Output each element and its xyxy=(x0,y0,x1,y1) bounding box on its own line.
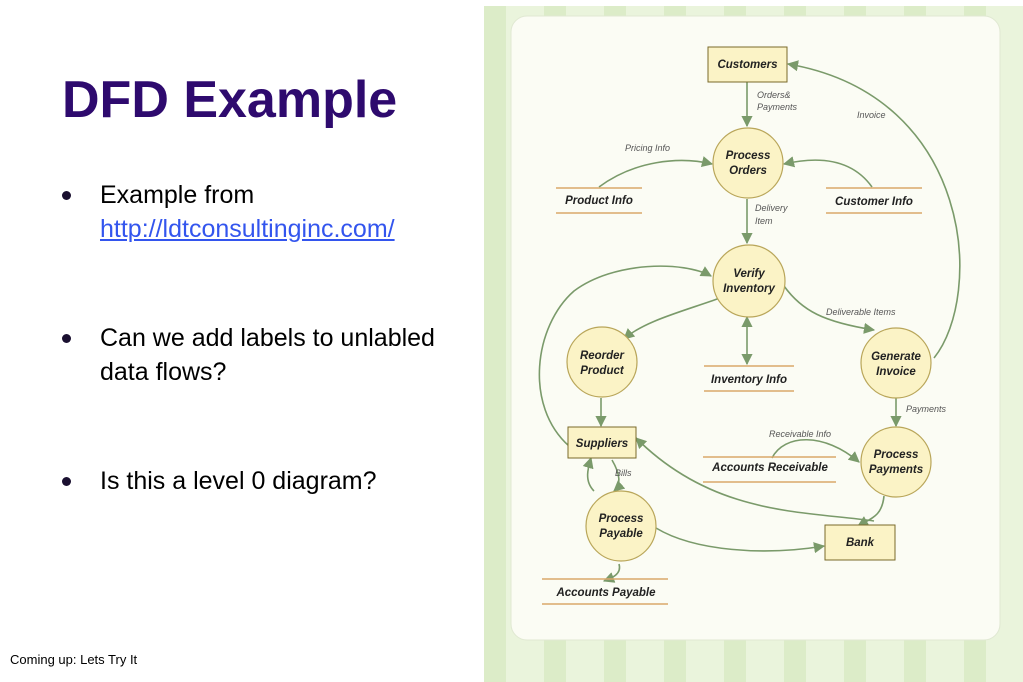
dfd-diagram: Orders& Payments Invoice Pricing Info De… xyxy=(484,6,1023,682)
dfd-diagram-panel: Orders& Payments Invoice Pricing Info De… xyxy=(484,6,1023,682)
store-customer-info: Customer Info xyxy=(826,187,922,214)
flow-label-delivery-item: Item xyxy=(755,216,773,226)
process-label: Process xyxy=(599,513,644,525)
process-label: Payable xyxy=(599,528,643,540)
process-verify-inventory: Verify Inventory xyxy=(712,244,786,318)
example-link[interactable]: http://ldtconsultinginc.com/ xyxy=(100,215,395,243)
process-label: Payments xyxy=(869,464,923,476)
process-generate-invoice: Generate Invoice xyxy=(860,327,932,399)
flow-accounts-receivable-to-process-payments xyxy=(771,439,860,463)
process-label: Product xyxy=(580,365,625,377)
process-label: Process xyxy=(874,449,919,461)
flow-customer-info-to-process-orders xyxy=(782,156,873,188)
flow-process-payable-to-bank xyxy=(655,527,826,554)
store-label: Customer Info xyxy=(835,196,913,208)
flow-label-bills: Bills xyxy=(615,468,632,478)
store-label: Accounts Receivable xyxy=(711,462,828,474)
flow-label-pricing-info: Pricing Info xyxy=(625,143,670,153)
process-label: Orders xyxy=(729,165,767,177)
process-process-orders: Process Orders xyxy=(712,127,784,199)
entity-bank: Bank xyxy=(824,524,896,561)
flow-process-payable-to-suppliers xyxy=(582,456,595,492)
entity-label: Bank xyxy=(846,537,875,549)
flow-label-orders-payments: Orders& xyxy=(757,90,791,100)
process-label: Inventory xyxy=(723,283,775,295)
flow-verify-inventory-to-reorder-product xyxy=(623,297,721,340)
flow-label-delivery-item: Delivery xyxy=(755,203,788,213)
flow-bank-to-suppliers xyxy=(635,437,875,522)
store-label: Product Info xyxy=(565,195,633,207)
flow-suppliers-to-verify-inventory xyxy=(538,265,712,447)
store-inventory-info: Inventory Info xyxy=(704,365,794,392)
flow-process-payments-to-bank xyxy=(857,495,885,527)
entity-customers: Customers xyxy=(707,46,788,83)
entity-label: Suppliers xyxy=(576,438,628,450)
flow-label-invoice: Invoice xyxy=(857,110,886,120)
process-label: Generate xyxy=(871,351,921,363)
entity-suppliers: Suppliers xyxy=(567,426,637,459)
store-accounts-payable: Accounts Payable xyxy=(542,578,668,605)
bullet-dot xyxy=(62,477,71,486)
process-label: Process xyxy=(726,150,771,162)
entity-label: Customers xyxy=(717,59,777,71)
process-process-payments: Process Payments xyxy=(860,426,932,498)
store-label: Accounts Payable xyxy=(555,587,656,599)
flow-suppliers-to-process-payable xyxy=(611,459,626,492)
store-product-info: Product Info xyxy=(556,187,642,214)
bullet-text: Is this a level 0 diagram? xyxy=(100,467,377,495)
store-accounts-receivable: Accounts Receivable xyxy=(703,456,836,483)
footer-note: Coming up: Lets Try It xyxy=(10,652,138,667)
store-label: Inventory Info xyxy=(711,374,787,386)
flow-generate-invoice-to-customers xyxy=(786,60,961,359)
bullet-text: Example from xyxy=(100,181,255,209)
flow-verify-inventory-to-generate-invoice xyxy=(783,285,876,334)
flow-label-deliverable-items: Deliverable Items xyxy=(826,307,896,317)
slide-title: DFD Example xyxy=(62,71,398,129)
bullet-dot xyxy=(62,191,71,200)
flow-label-receivable-info: Receivable Info xyxy=(769,429,831,439)
flow-product-info-to-process-orders xyxy=(598,156,714,188)
process-label: Invoice xyxy=(876,366,916,378)
process-label: Reorder xyxy=(580,350,625,362)
flow-process-payable-to-accounts-payable xyxy=(602,563,621,583)
data-flows xyxy=(538,60,961,583)
process-reorder-product: Reorder Product xyxy=(566,326,638,398)
flow-label-orders-payments: Payments xyxy=(757,102,798,112)
process-label: Verify xyxy=(733,268,765,280)
process-process-payable: Process Payable xyxy=(585,490,657,562)
bullet-dot xyxy=(62,334,71,343)
diagram-canvas xyxy=(510,15,1001,641)
bullet-text: Can we add labels to unlabled data flows… xyxy=(100,324,435,386)
flow-label-payments: Payments xyxy=(906,404,947,414)
